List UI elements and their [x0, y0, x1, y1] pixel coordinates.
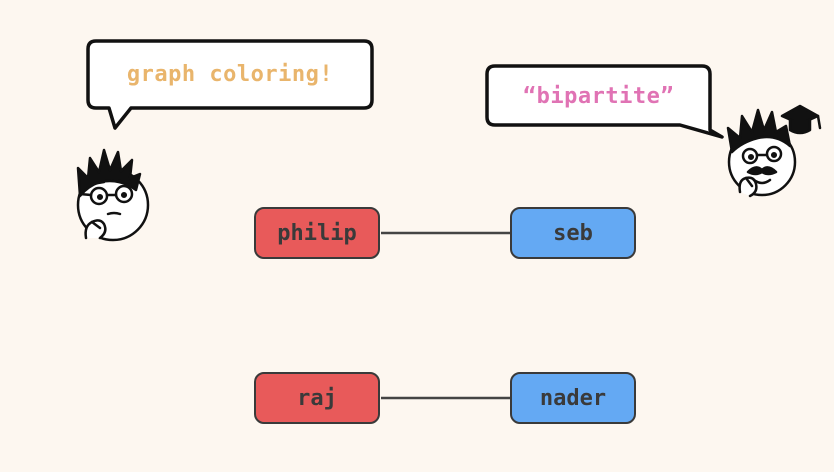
graduate-professor-icon: [726, 104, 822, 198]
speech-bubble-left: [86, 39, 374, 130]
speech-left-text: graph coloring!: [126, 62, 334, 87]
node-label: raj: [297, 385, 337, 411]
node-nader: nader: [510, 372, 636, 424]
node-seb: seb: [510, 207, 636, 259]
node-label: nader: [539, 385, 607, 411]
node-raj: raj: [254, 372, 380, 424]
speech-bubble-right: [485, 64, 724, 139]
node-label: philip: [277, 220, 357, 246]
node-philip: philip: [254, 207, 380, 259]
thinking-student-icon: [76, 148, 150, 242]
node-label: seb: [553, 220, 593, 246]
speech-right-text: “bipartite”: [522, 84, 675, 109]
